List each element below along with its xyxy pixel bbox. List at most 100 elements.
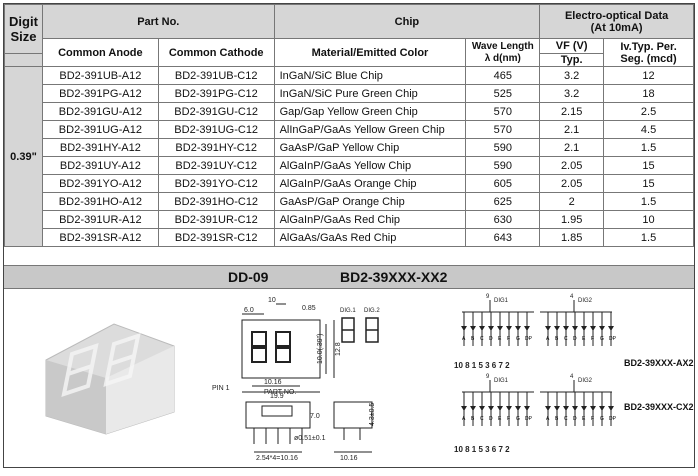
com-pin-9b: 9 xyxy=(486,374,490,380)
common-cathode-cell: BD2-391SR-C12 xyxy=(157,228,275,247)
common-anode-cell: BD2-391YO-A12 xyxy=(41,174,159,193)
dig2-tag-b: DIG2 xyxy=(578,378,593,384)
wavelength-cell: 643 xyxy=(465,228,541,247)
diode-symbol xyxy=(599,326,605,331)
dim-199: 19.9 xyxy=(270,393,284,400)
chip-header: Chip xyxy=(273,4,541,39)
segment-label: G xyxy=(600,336,604,342)
material-cell: GaAsP/GaP Orange Chip xyxy=(273,192,467,211)
segment-label: E xyxy=(498,416,502,422)
diode-symbol xyxy=(461,326,467,331)
wavelength-cell: 525 xyxy=(465,84,541,103)
wavelength-cell: 625 xyxy=(465,192,541,211)
segment-label: A xyxy=(546,336,550,342)
dig1-label: DIG.1 xyxy=(340,308,356,314)
dim-43: 4.3±0.5 xyxy=(369,403,376,426)
diode-symbol xyxy=(545,406,551,411)
common-cathode-cell: BD2-391UY-C12 xyxy=(157,156,275,175)
diode-symbol xyxy=(572,406,578,411)
wavelength-cell: 570 xyxy=(465,120,541,139)
common-anode-cell: BD2-391HO-A12 xyxy=(41,192,159,211)
diode-symbol xyxy=(461,406,467,411)
iv-cell: 1.5 xyxy=(603,228,694,247)
diode-symbol xyxy=(515,326,521,331)
dim-height: 10.0(.39") xyxy=(317,333,324,364)
material-cell: GaAsP/GaP Yellow Chip xyxy=(273,138,467,157)
diode-symbol xyxy=(470,326,476,331)
segment-label: G xyxy=(516,416,520,422)
vf-cell: 3.2 xyxy=(539,84,605,103)
iv-cell: 15 xyxy=(603,174,694,193)
common-anode-cell: BD2-391PG-A12 xyxy=(41,84,159,103)
datasheet: Digit Size Part No. Chip Electro-optical… xyxy=(3,3,695,468)
electro-optical-condition: (At 10mA) xyxy=(590,21,643,34)
segment-label: B xyxy=(555,416,559,422)
digit-size-spacer xyxy=(4,52,43,68)
diode-symbol xyxy=(563,406,569,411)
iv-header-line2: Seg. (mcd) xyxy=(620,52,677,65)
dig2-label: DIG.2 xyxy=(364,308,380,314)
dig1-tag-a: DIG1 xyxy=(494,298,509,304)
pin1-label: PIN 1 xyxy=(212,385,230,392)
vf-cell: 3.2 xyxy=(539,66,605,85)
vf-cell: 2.05 xyxy=(539,156,605,175)
dim-128: 12.8 xyxy=(335,342,342,356)
diode-symbol xyxy=(497,326,503,331)
segment-label: C xyxy=(564,416,568,422)
digit-size-value: 0.39" xyxy=(4,66,43,247)
dig1-tag-b: DIG1 xyxy=(494,378,509,384)
material-cell: AlGaInP/GaAs Yellow Chip xyxy=(273,156,467,175)
wavelength-header-line1: Wave Length xyxy=(471,40,534,52)
product-photo xyxy=(45,323,175,435)
common-cathode-cell: BD2-391HY-C12 xyxy=(157,138,275,157)
segment-label: DP xyxy=(525,336,533,342)
segment-label: D xyxy=(573,336,577,342)
diode-symbol xyxy=(581,406,587,411)
segment-label: G xyxy=(600,416,604,422)
diode-symbol xyxy=(506,406,512,411)
segment-label: C xyxy=(480,416,484,422)
common-cathode-cell: BD2-391HO-C12 xyxy=(157,192,275,211)
pin-numbers-a: 10 8 1 5 3 6 7 2 xyxy=(454,361,510,370)
segment-label: B xyxy=(471,416,475,422)
common-cathode-header: Common Cathode xyxy=(157,38,275,67)
common-anode-cell: BD2-391SR-A12 xyxy=(41,228,159,247)
material-cell: AlInGaP/GaAs Yellow Green Chip xyxy=(273,120,467,139)
diode-symbol xyxy=(524,326,530,331)
diode-symbol xyxy=(470,406,476,411)
electro-optical-header: Electro-optical Data (At 10mA) xyxy=(539,4,694,39)
segment-label: B xyxy=(471,336,475,342)
segment-label: E xyxy=(582,336,586,342)
segment-label: F xyxy=(507,336,510,342)
digit-segment-diagram: DIG.1 DIG.2 xyxy=(340,308,380,343)
diode-symbol xyxy=(563,326,569,331)
vf-typ-header: Typ. xyxy=(539,52,605,68)
diode-symbol xyxy=(554,326,560,331)
vf-cell: 2.1 xyxy=(539,138,605,157)
wavelength-cell: 570 xyxy=(465,102,541,121)
part-no-label: PART NO. xyxy=(264,389,296,396)
digit-size-header: Digit Size xyxy=(4,4,43,54)
iv-cell: 1.5 xyxy=(603,192,694,211)
common-anode-cell: BD2-391UY-A12 xyxy=(41,156,159,175)
material-cell: InGaN/SiC Blue Chip xyxy=(273,66,467,85)
dim-10: 10 xyxy=(268,297,276,304)
vf-cell: 2.05 xyxy=(539,174,605,193)
diode-symbol xyxy=(524,406,530,411)
diode-symbol xyxy=(599,406,605,411)
vf-cell: 1.85 xyxy=(539,228,605,247)
electro-optical-title: Electro-optical Data xyxy=(564,9,669,22)
diode-symbol xyxy=(554,406,560,411)
diode-symbol xyxy=(488,326,494,331)
segment-label: A xyxy=(462,416,466,422)
segment-label: D xyxy=(489,336,493,342)
common-cathode-cell: BD2-391PG-C12 xyxy=(157,84,275,103)
